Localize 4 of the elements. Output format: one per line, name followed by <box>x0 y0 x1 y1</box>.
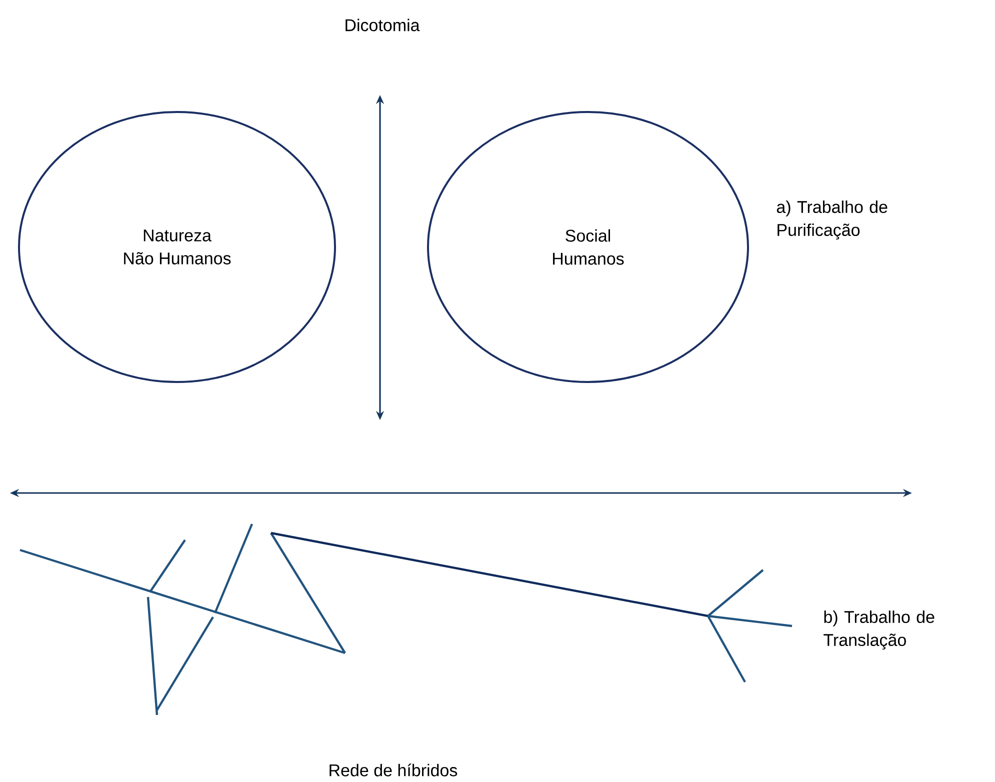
text-label: b) Trabalho de Translação <box>824 610 934 650</box>
text-label: Rede de híbridos <box>330 764 458 776</box>
text-label: Dicotomia <box>346 18 420 32</box>
text-label: a) Trabalho de Purificação <box>776 200 888 240</box>
